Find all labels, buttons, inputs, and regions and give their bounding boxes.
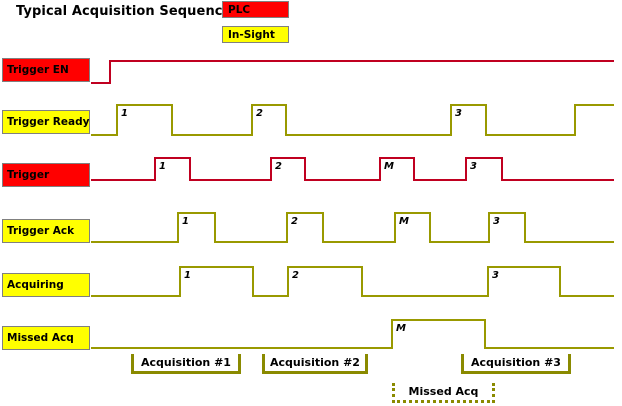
callout-label: Acquisition #3 — [471, 356, 561, 369]
pulse-tag-trigger-m: M — [384, 161, 394, 172]
callout-label: Acquisition #2 — [270, 356, 360, 369]
waveform-trigger-ack — [91, 212, 614, 243]
legend-item-plc: PLC — [222, 1, 289, 18]
pulse-tag-trigger-ready-2: 2 — [256, 108, 263, 119]
pulse-tag-trigger-ack-3: 3 — [493, 216, 500, 227]
callout-label: Acquisition #1 — [141, 356, 231, 369]
pulse-tag-acquiring-3: 3 — [492, 270, 499, 281]
pulse-tag-missed-acq-m: M — [396, 323, 406, 334]
callout-acquisition-1: Acquisition #1 — [131, 354, 241, 374]
callout-label: Missed Acq — [408, 385, 479, 398]
signal-label-text: Acquiring — [7, 279, 64, 291]
signal-label-text: Trigger Ack — [7, 225, 75, 237]
pulse-tag-trigger-ready-3: 3 — [455, 108, 462, 119]
pulse-tag-trigger-3: 3 — [470, 161, 477, 172]
pulse-tag-trigger-ack-m: M — [399, 216, 409, 227]
signal-label-text: Trigger Ready — [7, 116, 90, 128]
signal-label-trigger-ack: Trigger Ack — [2, 219, 90, 243]
page-title: Typical Acquisition Sequence — [16, 4, 232, 19]
signal-label-trigger-ready: Trigger Ready — [2, 110, 90, 134]
pulse-tag-trigger-ack-1: 1 — [182, 216, 189, 227]
callout-missed-acq: Missed Acq — [392, 383, 495, 403]
pulse-tag-trigger-2: 2 — [275, 161, 282, 172]
signal-label-trigger: Trigger — [2, 163, 90, 187]
signal-label-acquiring: Acquiring — [2, 273, 90, 297]
waveform-missed-acq — [91, 319, 614, 349]
waveform-trigger-en — [91, 60, 614, 84]
waveform-trigger-ready — [91, 104, 614, 136]
signal-label-text: Missed Acq — [7, 332, 74, 344]
pulse-tag-acquiring-2: 2 — [292, 270, 299, 281]
signal-label-text: Trigger — [7, 169, 50, 181]
pulse-tag-trigger-ack-2: 2 — [291, 216, 298, 227]
pulse-tag-acquiring-1: 1 — [184, 270, 191, 281]
waveform-acquiring — [91, 266, 614, 297]
pulse-tag-trigger-ready-1: 1 — [121, 108, 128, 119]
waveform-trigger — [91, 157, 614, 181]
legend-label-insight: In-Sight — [228, 28, 275, 41]
legend-item-insight: In-Sight — [222, 26, 289, 43]
signal-label-text: Trigger EN — [7, 64, 69, 76]
legend-label-plc: PLC — [228, 3, 251, 16]
signal-label-missed-acq: Missed Acq — [2, 326, 90, 350]
pulse-tag-trigger-1: 1 — [159, 161, 166, 172]
signal-label-trigger-en: Trigger EN — [2, 58, 90, 82]
callout-acquisition-3: Acquisition #3 — [461, 354, 571, 374]
callout-acquisition-2: Acquisition #2 — [262, 354, 368, 374]
